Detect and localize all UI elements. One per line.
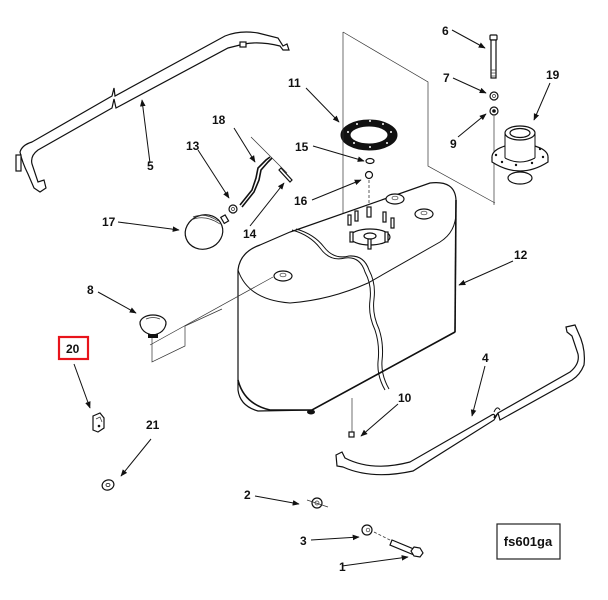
part-10-drain-plug[interactable] — [348, 398, 355, 438]
highlight-box — [57, 335, 90, 361]
part-16-ball[interactable] — [364, 170, 374, 180]
assembly-guide-line — [342, 31, 496, 204]
callout-13[interactable]: 13 — [186, 139, 200, 153]
part-21-washer[interactable] — [101, 478, 116, 492]
part-2-nut[interactable] — [306, 497, 329, 509]
part-8-vent-cap[interactable] — [139, 308, 223, 363]
callout-labels: 5 13 18 14 17 11 15 16 6 7 9 19 12 8 10 … — [57, 24, 560, 574]
callout-16[interactable]: 16 — [294, 194, 308, 208]
callout-7[interactable]: 7 — [443, 71, 450, 85]
callout-1[interactable]: 1 — [339, 560, 346, 574]
callout-17[interactable]: 17 — [102, 215, 116, 229]
callout-leaders — [73, 29, 551, 567]
part-9-washer[interactable] — [489, 106, 499, 116]
part-7-lock-washer[interactable] — [489, 91, 499, 101]
part-17-float[interactable] — [180, 210, 230, 255]
callout-4[interactable]: 4 — [482, 351, 489, 365]
part-15-o-ring[interactable] — [365, 157, 375, 165]
part-5-rear-strap[interactable] — [15, 31, 290, 193]
figure-id-box: fs601ga — [496, 523, 561, 560]
part-14-pin[interactable] — [278, 167, 293, 183]
callout-12[interactable]: 12 — [514, 248, 528, 262]
callout-20[interactable]: 20 — [66, 342, 80, 356]
callout-3[interactable]: 3 — [300, 534, 307, 548]
callout-11[interactable]: 11 — [288, 76, 301, 90]
figure-id: fs601ga — [504, 534, 553, 549]
part-20-clip-nut[interactable] — [92, 412, 105, 433]
callout-20-highlighted[interactable]: 20 — [57, 335, 90, 361]
part-11-gasket[interactable] — [340, 119, 398, 151]
part-4-front-strap[interactable] — [335, 324, 585, 476]
part-13-nut[interactable] — [228, 204, 238, 214]
callout-18[interactable]: 18 — [212, 113, 226, 127]
part-18-float-arm[interactable] — [239, 136, 288, 208]
callout-19[interactable]: 19 — [546, 68, 560, 82]
callout-5[interactable]: 5 — [147, 159, 154, 173]
part-3-lock-washer[interactable] — [361, 524, 393, 542]
callout-21[interactable]: 21 — [146, 418, 160, 432]
callout-8[interactable]: 8 — [87, 283, 94, 297]
part-6-bolt[interactable] — [489, 34, 498, 79]
callout-9[interactable]: 9 — [450, 137, 457, 151]
callout-14[interactable]: 14 — [243, 227, 257, 241]
callout-2[interactable]: 2 — [244, 488, 251, 502]
part-19-flange[interactable] — [491, 125, 549, 185]
part-1-bolt[interactable] — [389, 539, 424, 558]
callout-6[interactable]: 6 — [442, 24, 449, 38]
part-12-fuel-tank[interactable] — [149, 182, 457, 415]
callout-10[interactable]: 10 — [398, 391, 412, 405]
callout-15[interactable]: 15 — [295, 140, 309, 154]
